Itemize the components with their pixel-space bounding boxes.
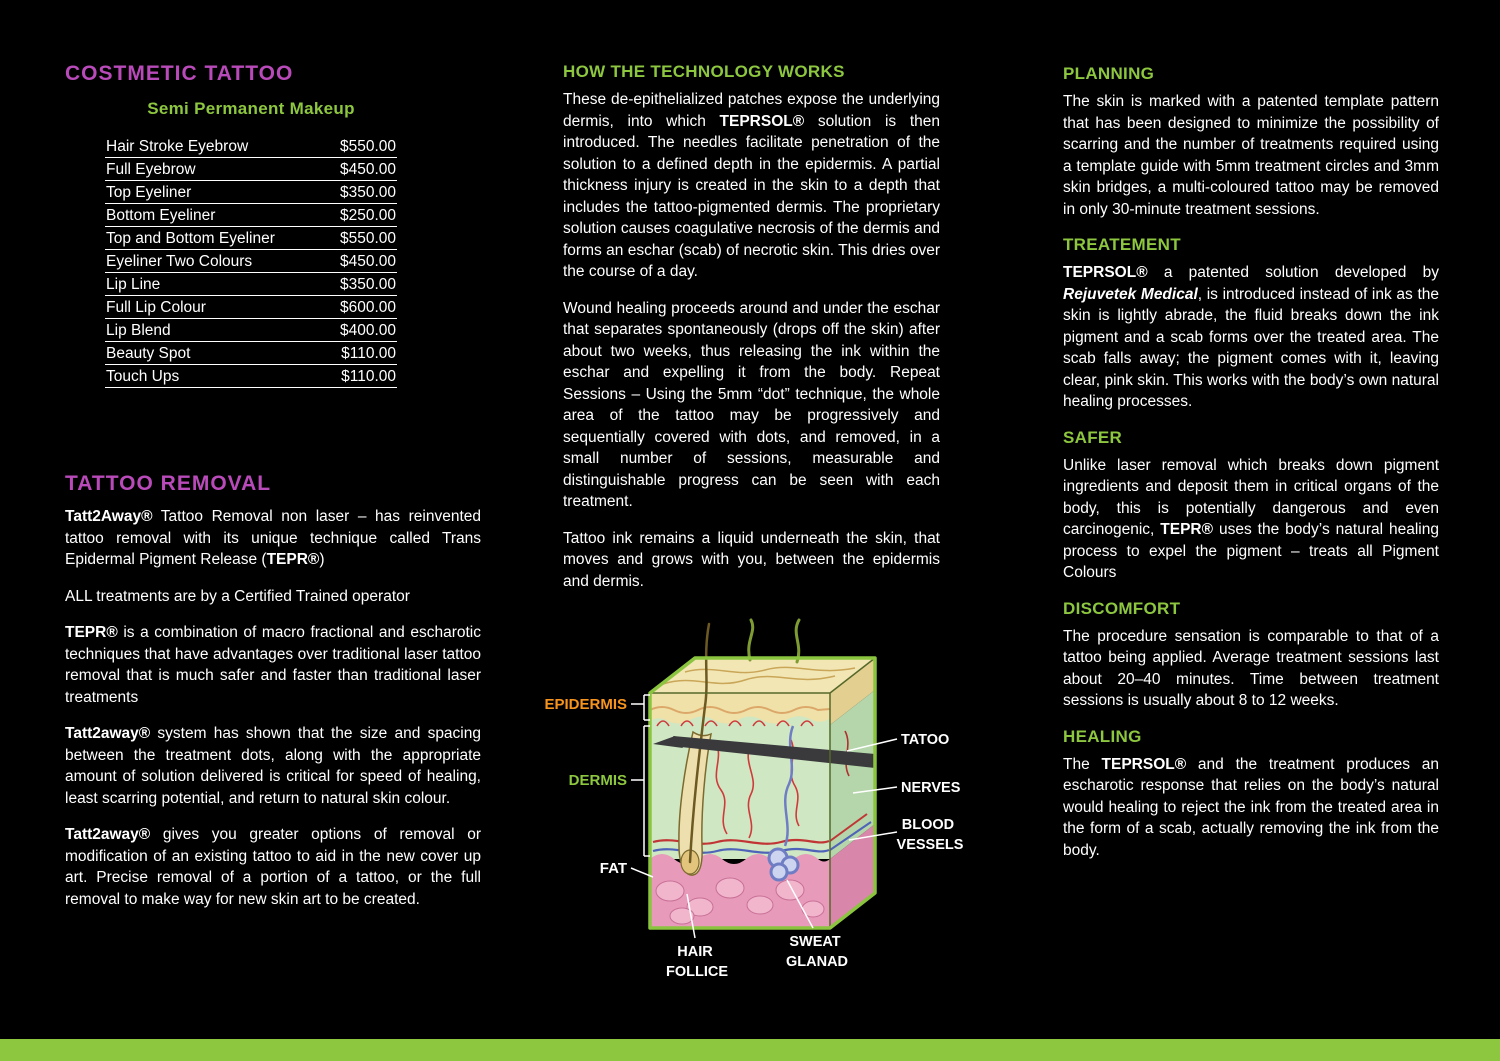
price-item-value: $350.00 (339, 276, 396, 293)
capillary-loops (656, 720, 814, 727)
healing-body: The TEPRSOL® and the treatment produces … (1063, 755, 1440, 859)
epidermis-layer (650, 693, 830, 724)
middle-column: HOW THE TECHNOLOGY WORKS These de-epithe… (563, 62, 940, 607)
block-outline (648, 656, 877, 930)
sweat-gland-label: SWEAT GLANAD (786, 934, 848, 970)
removal-paragraph: Tatt2Away® Tattoo Removal non laser – ha… (65, 508, 481, 568)
section-healing: HEALING The TEPRSOL® and the treatment p… (1063, 727, 1439, 862)
price-item-label: Full Lip Colour (106, 299, 206, 316)
technology-paragraph: Tattoo ink remains a liquid underneath t… (563, 529, 940, 590)
dermis-label: DERMIS (569, 772, 627, 789)
price-row: Full Lip Colour $600.00 (105, 296, 397, 319)
epidermis-texture-line (649, 706, 831, 714)
treatment-body: TEPRSOL® a patented solution developed b… (1063, 264, 1439, 410)
price-item-label: Lip Blend (106, 322, 171, 339)
fat-lobules (655, 877, 825, 925)
price-item-value: $350.00 (339, 184, 396, 201)
semi-permanent-makeup-subtitle: Semi Permanent Makeup (147, 99, 355, 118)
hair-follicle-label: HAIR FOLLICE (666, 944, 728, 980)
discomfort-body: The procedure sensation is comparable to… (1063, 627, 1439, 710)
removal-paragraph: Tatt2away® gives you greater options of … (65, 826, 481, 908)
price-item-value: $600.00 (339, 299, 396, 316)
discomfort-heading: DISCOMFORT (1063, 598, 1181, 618)
removal-paragraph: Tatt2away® system has shown that the siz… (65, 725, 481, 807)
dermis-layer (650, 706, 830, 859)
sweat-gland-shape (767, 725, 800, 882)
left-column: COSTMETIC TATTOO Semi Permanent Makeup H… (65, 62, 481, 925)
price-item-value: $550.00 (339, 230, 396, 247)
removal-paragraph: TEPR® is a combination of macro fraction… (65, 624, 481, 706)
price-list-block: Semi Permanent Makeup Hair Stroke Eyebro… (105, 99, 397, 388)
treatment-heading: TREATEMENT (1063, 235, 1181, 254)
tattoo-label: TATOO (901, 732, 949, 748)
section-safer: SAFER Unlike laser removal which breaks … (1063, 428, 1439, 584)
price-item-value: $450.00 (339, 253, 396, 270)
skin-side-fat (830, 824, 875, 928)
blood-vessels-label: BLOOD VESSELS (897, 817, 964, 853)
planning-body: The skin is marked with a patented templ… (1063, 93, 1439, 218)
block-edges (650, 657, 876, 928)
safer-heading: SAFER (1063, 427, 1123, 447)
planning-heading: PLANNING (1063, 64, 1155, 83)
price-row: Bottom Eyeliner $250.00 (105, 204, 397, 227)
price-item-label: Eyeliner Two Colours (106, 253, 253, 270)
tattoo-band (653, 736, 875, 768)
price-row: Eyeliner Two Colours $450.00 (105, 250, 397, 273)
price-item-value: $250.00 (339, 207, 396, 224)
price-row: Lip Line $350.00 (105, 273, 397, 296)
price-item-label: Bottom Eyeliner (106, 207, 216, 224)
price-item-label: Top and Bottom Eyeliner (106, 230, 275, 247)
label-lines (630, 694, 898, 939)
nerves-label: NERVES (901, 780, 961, 796)
price-item-label: Hair Stroke Eyebrow (106, 138, 249, 155)
how-technology-works-title: HOW THE TECHNOLOGY WORKS (563, 62, 845, 81)
skin-surface-texture (662, 666, 856, 685)
healing-heading: HEALING (1063, 726, 1142, 746)
tattoo-removal-title: TATTOO REMOVAL (65, 472, 272, 495)
price-row: Top Eyeliner $350.00 (105, 181, 397, 204)
technology-paragraph: These de-epithelialized patches expose t… (563, 91, 940, 280)
price-item-value: $400.00 (339, 322, 396, 339)
skin-cross-section-diagram: EPIDERMIS DERMIS FAT TATOO NERVES BLOOD … (545, 618, 964, 980)
removal-paragraph: ALL treatments are by a Certified Traine… (65, 587, 410, 605)
price-row: Beauty Spot $110.00 (105, 342, 397, 365)
hairs (747, 618, 801, 664)
right-column: PLANNING The skin is marked with a paten… (1063, 62, 1439, 876)
footer-accent-bar (0, 1039, 1500, 1061)
section-treatment: TREATEMENT TEPRSOL® a patented solution … (1063, 235, 1439, 413)
price-item-value: $110.00 (341, 368, 396, 385)
epidermis-label: EPIDERMIS (545, 696, 627, 713)
price-row: Full Eyebrow $450.00 (105, 158, 397, 181)
section-discomfort: DISCOMFORT The procedure sensation is co… (1063, 599, 1439, 712)
price-row: Hair Stroke Eyebrow $550.00 (105, 135, 397, 158)
fat-label: FAT (600, 860, 627, 877)
price-row: Touch Ups $110.00 (105, 365, 397, 388)
price-item-label: Touch Ups (106, 368, 180, 385)
price-item-label: Beauty Spot (106, 345, 191, 362)
price-item-label: Full Eyebrow (106, 161, 196, 178)
price-item-value: $450.00 (339, 161, 396, 178)
price-item-value: $110.00 (341, 345, 396, 362)
skin-side-epidermis (830, 658, 875, 725)
price-item-value: $550.00 (339, 138, 396, 155)
cosmetic-tattoo-title: COSTMETIC TATTOO (65, 62, 294, 85)
hair-shaft (688, 622, 711, 864)
section-planning: PLANNING The skin is marked with a paten… (1063, 64, 1439, 220)
price-item-label: Lip Line (106, 276, 161, 293)
price-row: Top and Bottom Eyeliner $550.00 (105, 227, 397, 250)
price-row: Lip Blend $400.00 (105, 319, 397, 342)
technology-paragraph: Wound healing proceeds around and under … (563, 299, 940, 511)
safer-body: Unlike laser removal which breaks down p… (1063, 456, 1439, 582)
price-item-label: Top Eyeliner (106, 184, 192, 201)
